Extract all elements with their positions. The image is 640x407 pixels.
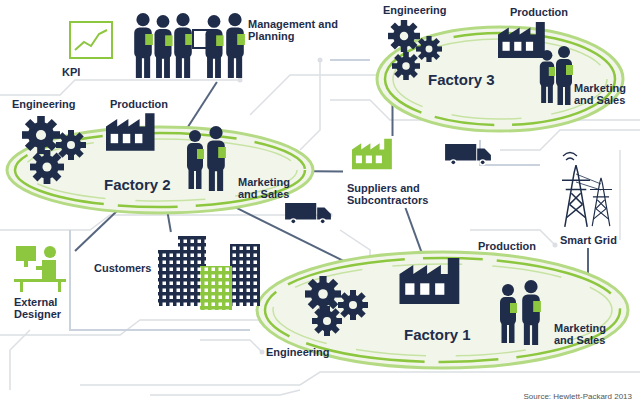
icon-node: Smart Grid (556, 160, 620, 248)
factory-ellipse: Factory 1ProductionMarketing and SalesEn… (255, 250, 630, 370)
management-group (134, 13, 245, 78)
caption-node: Engineering (383, 4, 447, 16)
factory-name: Factory 3 (428, 71, 495, 89)
network-connector (187, 82, 217, 128)
node-label: Production (478, 240, 536, 252)
node-label: Engineering (266, 346, 330, 358)
ellipse-ring (257, 252, 628, 368)
ellipse-ring (265, 258, 620, 362)
network-connector (313, 170, 343, 172)
caption-node: Production (110, 98, 168, 110)
supplier-icons (285, 139, 491, 225)
node-label: Production (510, 6, 568, 18)
node-label: Engineering (383, 4, 447, 16)
designer-figure (14, 246, 66, 292)
node-label: Management and Planning (248, 18, 352, 42)
factory2-icons (22, 113, 226, 191)
network-connector (587, 248, 589, 274)
caption-node: Engineering (266, 346, 330, 358)
factory1-icons (305, 258, 541, 345)
smart-grid-towers (562, 153, 612, 227)
network-connector (168, 213, 171, 232)
caption-node: Marketing and Sales (574, 82, 636, 106)
node-label: Marketing and Sales (238, 176, 300, 200)
caption-node: Marketing and Sales (554, 322, 616, 346)
node-label: KPI (62, 66, 80, 78)
node-label: Marketing and Sales (574, 82, 636, 106)
node-label: Suppliers and Subcontractors (347, 182, 439, 206)
network-connector (392, 104, 394, 136)
factory-name: Factory 1 (404, 326, 471, 344)
kpi-chart (70, 22, 112, 58)
network-connector (75, 211, 117, 251)
node-label: Smart Grid (560, 234, 617, 246)
node-label: Production (110, 98, 168, 110)
source-note: Source: Hewlett-Packard 2013 (524, 392, 633, 401)
caption-node: Production (478, 240, 536, 252)
factory3-icons (388, 20, 573, 105)
customer-buildings (158, 236, 260, 310)
node-label: External Designer (14, 296, 72, 320)
node-label: Customers (94, 262, 151, 274)
caption-node: Production (510, 6, 568, 18)
caption-node: Marketing and Sales (238, 176, 300, 200)
network-connector (406, 208, 422, 252)
factory-name: Factory 2 (104, 176, 171, 194)
node-label: Marketing and Sales (554, 322, 616, 346)
node-label: Engineering (12, 98, 76, 110)
caption-node: Engineering (12, 98, 76, 110)
